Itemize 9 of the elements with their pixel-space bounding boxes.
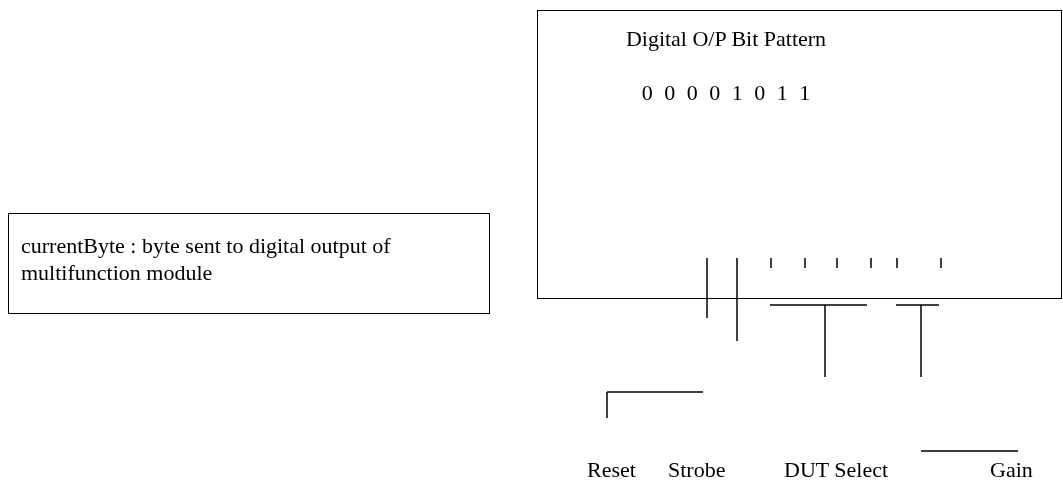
note-text: currentByte : byte sent to digital output of multifunction module	[21, 232, 392, 286]
bit-pattern-box	[537, 10, 1062, 299]
signal-label: Gain	[990, 456, 1033, 483]
bit-pattern: 0 0 0 0 1 0 1 1	[640, 79, 812, 106]
signal-label: Strobe	[668, 456, 726, 483]
signal-label: Reset	[587, 456, 636, 483]
box-heading: Digital O/P Bit Pattern	[624, 25, 828, 52]
note-box	[8, 213, 490, 314]
signal-label: DUT Select	[784, 456, 889, 483]
